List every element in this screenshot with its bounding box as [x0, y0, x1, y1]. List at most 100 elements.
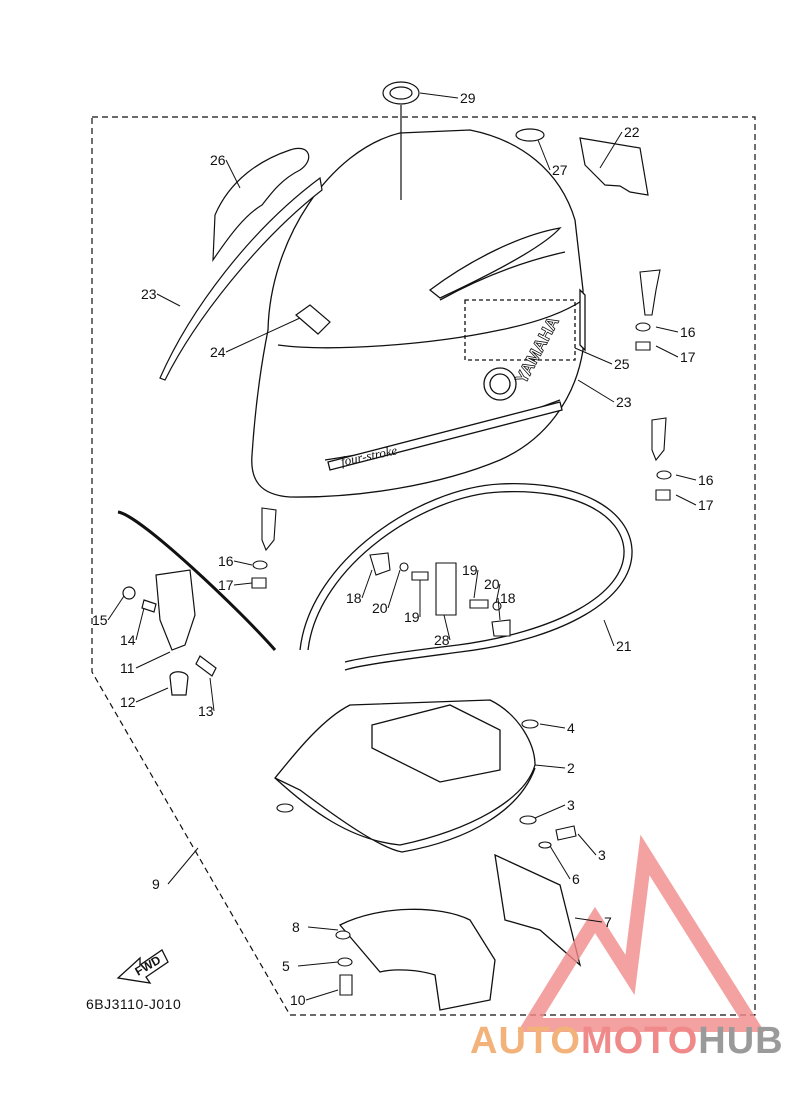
leader-line: [233, 582, 253, 586]
detail-bracket-line: [117, 510, 277, 651]
callout-20: 20: [372, 600, 388, 616]
leader-line: [209, 677, 215, 712]
leader-line: [307, 926, 339, 931]
leader-line: [225, 317, 301, 353]
callout-19: 18: [346, 590, 362, 606]
leader-line: [655, 345, 679, 358]
hook-left: [251, 507, 277, 589]
callout-11: 17: [698, 497, 714, 513]
bottom-cowling: [274, 699, 536, 853]
leader-line: [473, 569, 479, 599]
callout-22: 28: [434, 632, 450, 648]
callout-24: 20: [484, 576, 500, 592]
callout-31: 6: [572, 871, 580, 887]
leader-line: [305, 989, 339, 1001]
latch-bracket: [295, 304, 331, 335]
leader-line: [603, 619, 615, 647]
leader-line: [537, 139, 551, 171]
leader-line: [361, 569, 373, 599]
leader-line: [495, 583, 501, 604]
leader-line: [577, 379, 615, 403]
callout-21: 19: [404, 609, 420, 625]
leader-line: [156, 293, 181, 307]
watermark-text: AUTOMOTOHUB: [470, 1020, 784, 1063]
callout-6: 16: [680, 324, 696, 340]
leader-line: [497, 597, 501, 621]
leader-line: [534, 764, 566, 769]
callout-23: 19: [462, 562, 478, 578]
leader-line: [135, 687, 169, 703]
callout-34: 5: [282, 958, 290, 974]
diagram-code: 6BJ3110-J010: [86, 996, 182, 1012]
callout-27: 4: [567, 720, 575, 736]
leader-line: [675, 474, 697, 481]
leader-line: [549, 845, 571, 880]
watermark-part3: HUB: [698, 1020, 784, 1062]
callout-29: 3: [567, 797, 575, 813]
leader-line: [539, 723, 566, 729]
watermark-logo: [517, 834, 765, 1032]
leader-line: [655, 326, 679, 333]
callout-13: 17: [218, 577, 234, 593]
hook-upper-right: [635, 269, 661, 351]
leader-line: [233, 560, 253, 566]
callout-4: 23: [141, 286, 157, 302]
leader-line: [297, 961, 339, 967]
callout-16: 11: [120, 660, 135, 676]
leader-lines: [107, 92, 697, 1001]
callout-0: 29: [460, 90, 476, 106]
leader-line: [577, 833, 597, 856]
leader-line: [167, 847, 199, 885]
callout-7: 17: [680, 349, 696, 365]
small-decal: [515, 128, 545, 142]
callout-10: 16: [698, 472, 714, 488]
hook-lower-right: [651, 417, 672, 501]
callout-33: 8: [292, 919, 300, 935]
leader-line: [574, 347, 613, 365]
leader-line: [135, 607, 145, 641]
emblem: [382, 81, 420, 200]
callout-14: 15: [92, 612, 108, 628]
leader-line: [443, 614, 451, 641]
callout-15: 14: [120, 632, 136, 648]
assembly-boundary: [91, 116, 756, 1016]
leader-line: [534, 804, 566, 819]
callout-17: 12: [120, 694, 136, 710]
leader-line: [107, 595, 125, 621]
leader-line: [599, 131, 623, 169]
leader-line: [135, 651, 171, 669]
top-cowling: [251, 129, 586, 498]
watermark-part2: MOTO: [580, 1020, 699, 1062]
callout-25: 18: [500, 590, 516, 606]
callout-36: 9: [152, 876, 160, 892]
callout-32: 7: [604, 914, 612, 930]
forward-arrow-icon: FWD: [116, 949, 169, 984]
callout-5: 24: [210, 344, 226, 360]
leader-line: [675, 494, 697, 506]
callout-35: 10: [290, 992, 306, 1008]
callout-9: 23: [616, 394, 632, 410]
small-hardware: [369, 552, 511, 637]
callout-8: 25: [614, 356, 630, 372]
callout-18: 13: [198, 703, 214, 719]
latch-assembly: [122, 569, 217, 696]
leader-line: [574, 917, 603, 923]
callout-30: 3: [598, 847, 606, 863]
callout-12: 16: [218, 553, 234, 569]
callout-2: 22: [624, 124, 640, 140]
leader-line: [225, 159, 241, 189]
side-decal-left: [159, 147, 323, 381]
callout-26: 21: [616, 638, 632, 654]
lower-cover: [338, 853, 582, 1011]
callout-28: 2: [567, 760, 575, 776]
cowling-seal: [299, 483, 633, 671]
grommets: [276, 719, 577, 996]
watermark-part1: AUTO: [470, 1020, 581, 1062]
rear-decal: [579, 137, 649, 196]
leader-line: [419, 92, 459, 99]
callout-1: 26: [210, 152, 226, 168]
leader-line: [387, 569, 401, 609]
callout-3: 27: [552, 162, 568, 178]
callout-labels: 2926222723241617252316171617151411121318…: [92, 90, 714, 1008]
